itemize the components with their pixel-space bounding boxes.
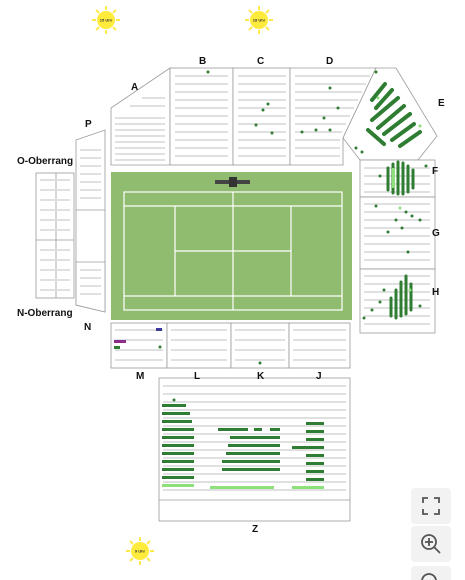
- sun-18-label: 18 Uhr: [253, 18, 266, 23]
- tier-label-o-oberrang: O-Oberrang: [17, 156, 73, 167]
- section-O-oberrang[interactable]: [35, 172, 75, 299]
- sun-15: 15 Uhr: [92, 6, 120, 34]
- available-seats[interactable]: [158, 70, 428, 482]
- section-label-B: B: [199, 56, 206, 67]
- fullscreen-button[interactable]: [411, 488, 451, 524]
- selected-seats[interactable]: [114, 328, 162, 349]
- sun-9-label: 9 Uhr: [135, 549, 146, 554]
- sun-9: 9 Uhr: [126, 537, 154, 565]
- section-label-G: G: [432, 228, 440, 239]
- section-label-Z: Z: [252, 524, 258, 535]
- zoom-in-button[interactable]: [411, 526, 451, 562]
- zoom-out-icon: [421, 573, 437, 580]
- section-label-E: E: [438, 98, 445, 109]
- zoom-out-button[interactable]: [411, 566, 451, 580]
- section-label-P: P: [85, 119, 92, 130]
- section-G[interactable]: [359, 196, 436, 270]
- section-label-N: N: [84, 322, 91, 333]
- section-label-K: K: [257, 371, 265, 382]
- section-label-F: F: [432, 166, 438, 177]
- available-seats-light[interactable]: [162, 96, 422, 490]
- section-label-A: A: [131, 82, 138, 93]
- section-A[interactable]: [110, 67, 171, 166]
- section-label-L: L: [194, 371, 200, 382]
- zoom-in-icon: [421, 534, 441, 554]
- section-label-H: H: [432, 287, 439, 298]
- fullscreen-icon: [422, 497, 440, 515]
- tier-label-n-oberrang: N-Oberrang: [17, 308, 73, 319]
- section-label-M: M: [136, 371, 144, 382]
- sun-18: 18 Uhr: [245, 6, 273, 34]
- section-label-D: D: [326, 56, 333, 67]
- empty-seat-rows: [40, 75, 430, 491]
- tennis-court: [111, 172, 352, 320]
- sun-15-label: 15 Uhr: [100, 18, 113, 23]
- section-label-J: J: [316, 371, 322, 382]
- section-label-C: C: [257, 56, 264, 67]
